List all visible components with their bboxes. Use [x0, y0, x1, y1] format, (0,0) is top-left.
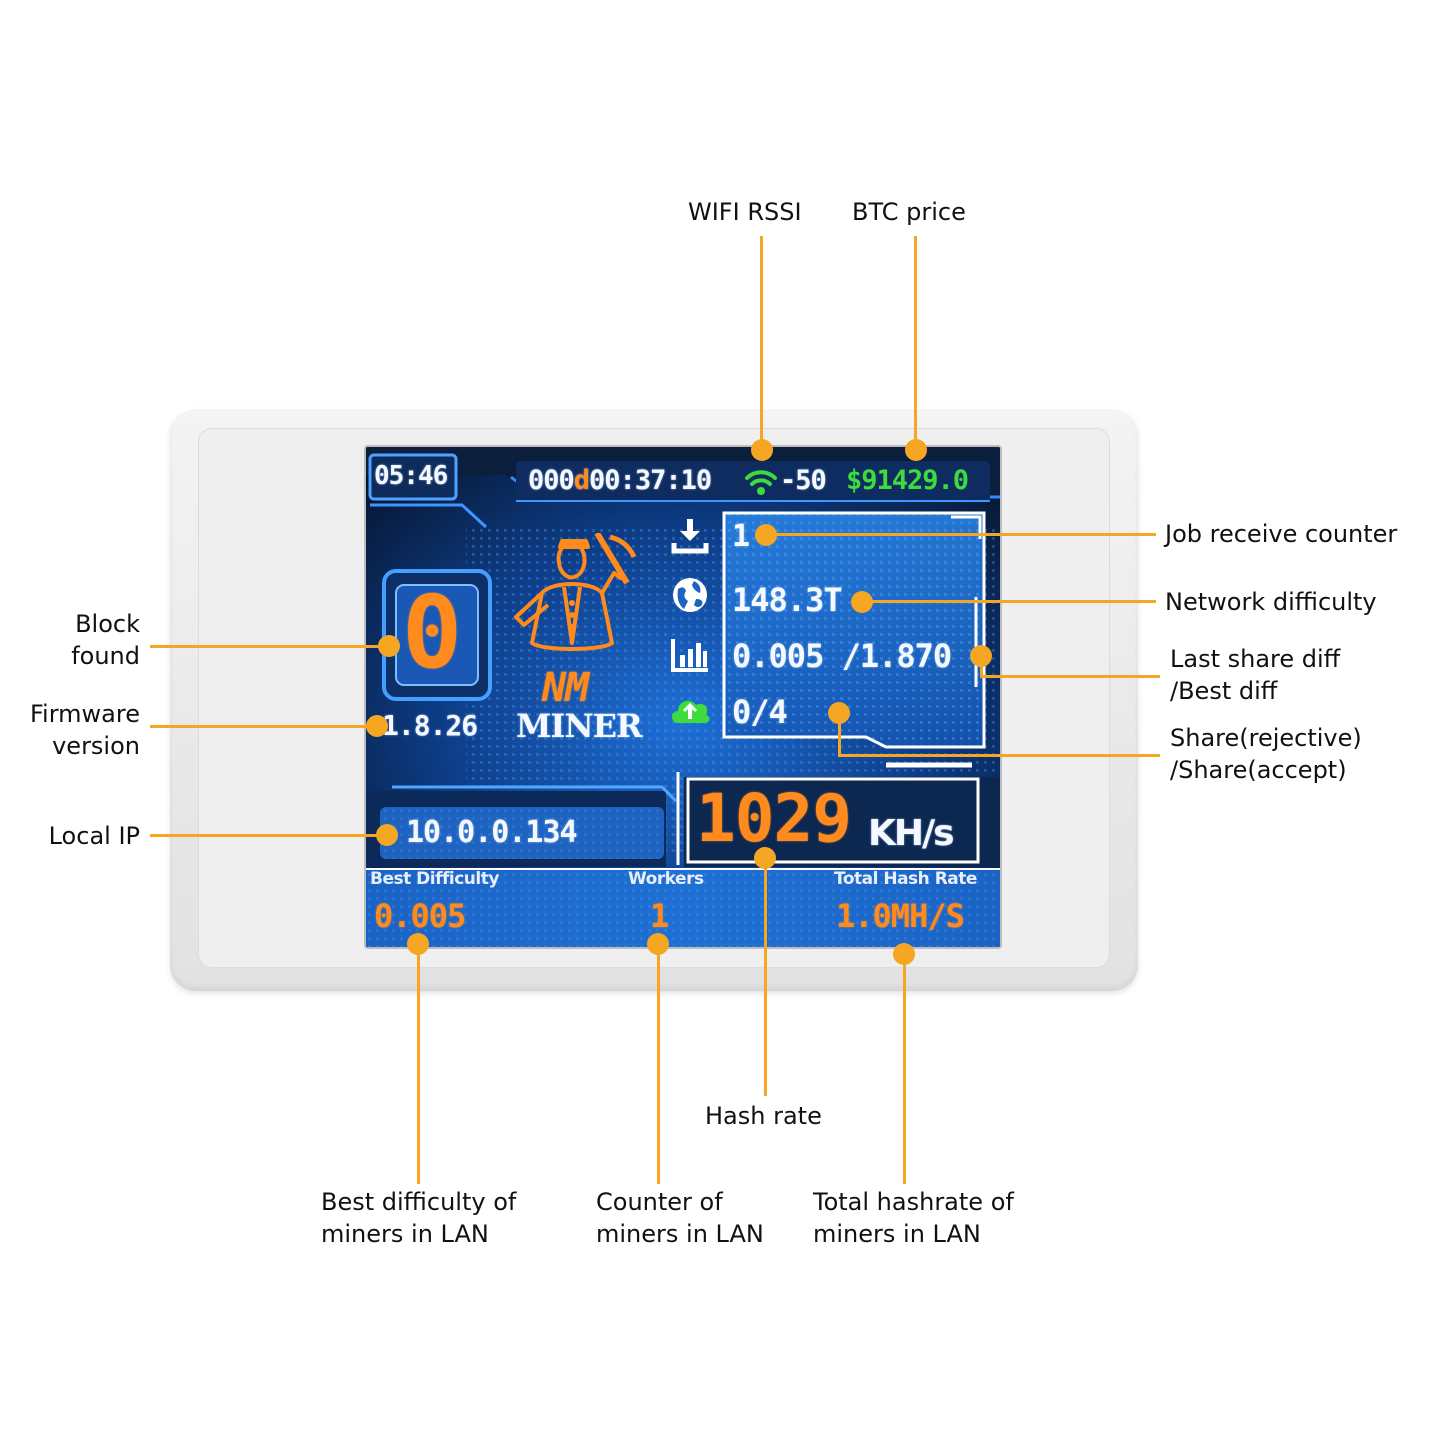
- callout-last-share-diff-line1: Last share diff: [1170, 645, 1341, 673]
- footer-best-difficulty-value: 0.005: [374, 897, 466, 935]
- logo-top-text: NM: [542, 665, 589, 711]
- block-found-count: 0: [402, 574, 462, 691]
- leader-line-block-found: [150, 645, 390, 648]
- uptime: 000d00:37:10: [528, 465, 712, 496]
- leader-line-job-counter: [766, 533, 1156, 536]
- leader-line-share-diff-h: [980, 675, 1160, 678]
- callout-local-ip: Local IP: [48, 822, 140, 850]
- footer-total-hash-rate-value: 1.0MH/S: [836, 897, 965, 935]
- leader-line-network-difficulty: [862, 600, 1156, 603]
- footer-workers-value: 1: [650, 897, 669, 935]
- clock: 05:46: [374, 461, 448, 491]
- callout-block-found-line1: Block: [75, 610, 140, 638]
- callout-firmware-line1: Firmware: [30, 700, 140, 728]
- callout-btc-price: BTC price: [852, 198, 966, 226]
- leader-dot-share-diff: [970, 645, 992, 667]
- leader-dot-btc: [905, 439, 927, 461]
- leader-line-local-ip: [150, 834, 388, 837]
- leader-dot-hash-rate: [754, 847, 776, 869]
- callout-counter-line1: Counter of: [596, 1188, 723, 1216]
- leader-dot-total-hashrate: [893, 943, 915, 965]
- leader-line-btc: [914, 236, 917, 450]
- callout-best-difficulty-line1: Best difficulty of: [321, 1188, 517, 1216]
- leader-dot-workers: [647, 933, 669, 955]
- callout-hash-rate: Hash rate: [705, 1102, 822, 1130]
- job-receive-counter: 1: [732, 519, 750, 554]
- leader-dot-job-counter: [755, 524, 777, 546]
- leader-line-total-hashrate: [903, 954, 906, 1184]
- wifi-icon: [745, 470, 777, 495]
- callout-firmware: Firmware version: [6, 698, 140, 762]
- globe-icon: [673, 578, 707, 612]
- leader-line-workers: [657, 944, 660, 1184]
- miner-logo-icon: [514, 533, 637, 651]
- leader-line-shares-h: [838, 754, 1160, 757]
- footer-best-difficulty-label: Best Difficulty: [370, 869, 499, 889]
- btc-price: $91429.0: [846, 465, 969, 496]
- screen-background: [366, 447, 1000, 947]
- local-ip: 10.0.0.134: [406, 815, 578, 850]
- download-icon: [671, 519, 709, 554]
- callout-last-share-diff-line2: /Best diff: [1170, 677, 1278, 705]
- callout-counter: Counter of miners in LAN: [596, 1186, 764, 1250]
- callout-shares-line2: /Share(accept): [1170, 756, 1347, 784]
- callout-total-hashrate-line1: Total hashrate of: [813, 1188, 1014, 1216]
- hash-rate-value: 1029: [696, 780, 852, 857]
- leader-dot-best-difficulty: [407, 933, 429, 955]
- bar-chart-icon: [671, 639, 708, 672]
- leader-dot-firmware: [366, 715, 388, 737]
- firmware-version: 1.8.26: [382, 709, 478, 742]
- miner-screen: 05:46 000d00:37:10 -50 $91429.0 0 1.8.26…: [366, 447, 1000, 947]
- network-difficulty: 148.3T: [732, 581, 843, 619]
- wifi-rssi-value: -50: [780, 465, 827, 496]
- uptime-days: 000: [528, 465, 575, 496]
- callout-wifi-rssi: WIFI RSSI: [688, 198, 802, 226]
- callout-block-found-line2: found: [71, 642, 140, 670]
- leader-dot-local-ip: [376, 824, 398, 846]
- leader-line-hash-rate: [764, 858, 767, 1096]
- share-diff-best-diff: 0.005 /1.870: [732, 637, 952, 675]
- footer-workers-label: Workers: [628, 869, 704, 889]
- callout-counter-line2: miners in LAN: [596, 1220, 764, 1248]
- callout-network-difficulty: Network difficulty: [1165, 588, 1377, 616]
- leader-line-wifi: [760, 236, 763, 450]
- logo-bottom-text: MINER: [516, 707, 643, 745]
- cloud-upload-icon: [672, 700, 710, 723]
- leader-dot-wifi: [751, 439, 773, 461]
- leader-dot-network-difficulty: [851, 591, 873, 613]
- shares-rejected-accepted: 0/4: [732, 693, 788, 731]
- callout-best-difficulty: Best difficulty of miners in LAN: [321, 1186, 516, 1250]
- callout-total-hashrate-line2: miners in LAN: [813, 1220, 981, 1248]
- leader-line-best-difficulty: [417, 944, 420, 1184]
- leader-line-shares-v: [838, 713, 841, 755]
- callout-best-difficulty-line2: miners in LAN: [321, 1220, 489, 1248]
- callout-job-receive-counter: Job receive counter: [1165, 520, 1398, 548]
- footer-total-hash-rate-label: Total Hash Rate: [834, 869, 977, 889]
- callout-last-share-diff: Last share diff /Best diff: [1170, 643, 1340, 707]
- callout-block-found: Block found: [20, 608, 140, 672]
- leader-dot-block-found: [378, 635, 400, 657]
- hash-rate-unit: KH/s: [868, 813, 955, 854]
- leader-line-firmware: [150, 725, 378, 728]
- uptime-day-unit: d: [573, 465, 590, 496]
- callout-shares: Share(rejective) /Share(accept): [1170, 722, 1362, 786]
- callout-total-hashrate: Total hashrate of miners in LAN: [813, 1186, 1014, 1250]
- callout-firmware-line2: version: [52, 732, 140, 760]
- uptime-time: 00:37:10: [589, 465, 712, 496]
- callout-shares-line1: Share(rejective): [1170, 724, 1362, 752]
- leader-dot-shares: [828, 702, 850, 724]
